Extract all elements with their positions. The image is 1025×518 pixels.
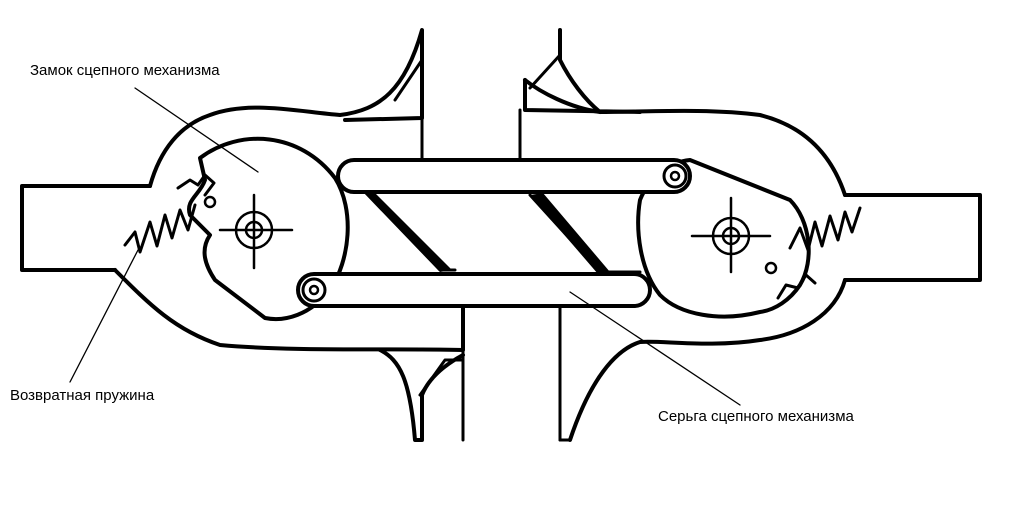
left-coupler-head	[20, 28, 465, 442]
right-lock-disc	[636, 158, 811, 319]
leader-lines	[69, 87, 741, 406]
upper-link	[336, 158, 692, 194]
right-upper-bracket	[523, 28, 642, 114]
label-lock: Замок сцепного механизма	[30, 62, 220, 79]
label-coupling-link: Серьга сцепного механизма	[658, 408, 854, 425]
right-lock-pin	[764, 261, 778, 275]
upper-link-pin	[662, 163, 688, 189]
leader-link	[569, 291, 741, 406]
left-return-spring	[123, 203, 197, 254]
lower-link	[296, 272, 652, 308]
left-lower-bracket	[378, 348, 465, 442]
left-pivot-icon	[218, 193, 294, 270]
right-shank	[843, 193, 982, 282]
right-coupler-head	[518, 28, 982, 442]
left-lower-rib	[418, 358, 465, 397]
right-wedge-fill	[530, 193, 610, 274]
left-upper-rib	[393, 58, 424, 102]
left-lock-notch	[176, 173, 216, 197]
leader-spring	[69, 249, 139, 383]
left-wedge-fill	[362, 190, 452, 272]
label-return-spring: Возвратная пружина	[10, 387, 155, 404]
right-return-spring	[788, 206, 862, 252]
left-body-outline	[113, 28, 465, 352]
lower-link-pin	[301, 277, 327, 303]
right-body-outline	[523, 78, 847, 442]
right-lock-notch	[776, 273, 817, 300]
right-pivot-icon	[690, 196, 772, 274]
left-lock-pin	[203, 195, 217, 209]
leader-lock	[134, 87, 259, 173]
left-shank	[20, 184, 152, 272]
right-upper-rib	[528, 53, 562, 90]
